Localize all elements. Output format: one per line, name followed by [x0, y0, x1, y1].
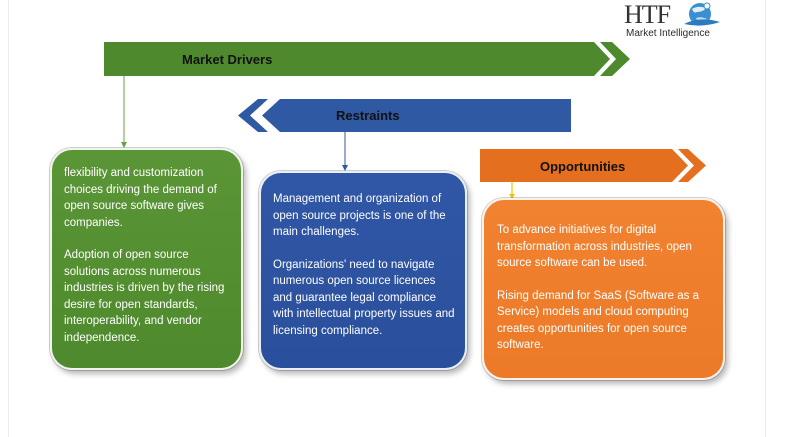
- restraints-point-2: Organizations' need to navigate numerous…: [273, 258, 455, 337]
- logo-wordmark: HTF: [624, 0, 671, 29]
- restraints-title: Restraints: [336, 108, 400, 123]
- restraints-arrow-shape: [238, 99, 571, 132]
- drivers-card: flexibility and customization choices dr…: [50, 148, 243, 370]
- opportunities-arrow-shape: [480, 149, 706, 182]
- restraints-banner: Restraints: [238, 99, 571, 132]
- opportunities-banner: Opportunities: [480, 149, 710, 182]
- drivers-point-2: Adoption of open source solutions across…: [64, 249, 225, 344]
- opportunities-point-1: To advance initiatives for digital trans…: [497, 224, 692, 269]
- opportunities-title: Opportunities: [540, 159, 626, 174]
- drivers-arrow-shape: [104, 42, 630, 76]
- drivers-point-1: flexibility and customization choices dr…: [64, 167, 217, 229]
- restraints-point-1: Management and organization of open sour…: [273, 193, 446, 238]
- restraints-card: Management and organization of open sour…: [259, 171, 467, 370]
- logo-tagline: Market Intelligence: [626, 28, 710, 39]
- opportunities-card: To advance initiatives for digital trans…: [482, 198, 725, 380]
- htf-logo: HTF Market Intelligence: [624, 0, 724, 40]
- globe-icon: [684, 2, 720, 26]
- drivers-connector: [121, 76, 127, 148]
- opportunities-point-2: Rising demand for SaaS (Software as a Se…: [497, 289, 699, 352]
- opportunities-connector: [509, 182, 515, 199]
- restraints-connector: [342, 132, 348, 171]
- drivers-banner: Market Drivers: [104, 42, 634, 76]
- drivers-title: Market Drivers: [182, 52, 273, 67]
